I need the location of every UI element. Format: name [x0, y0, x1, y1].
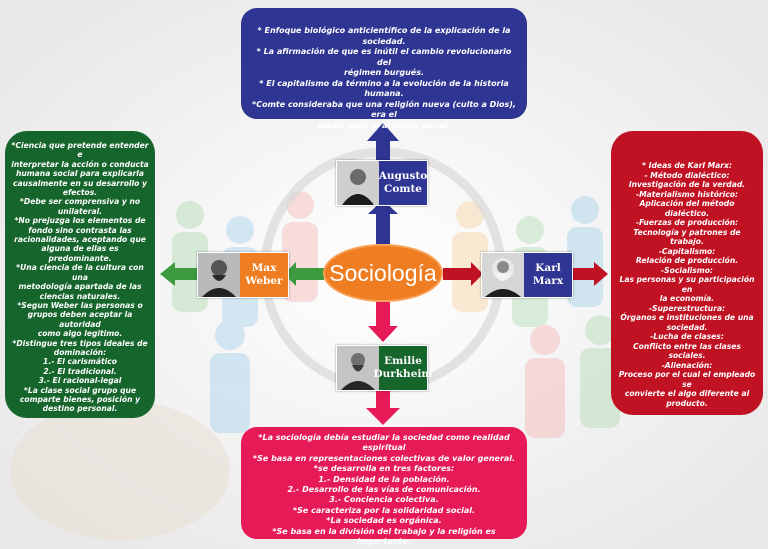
- left-box-line: causalmente en su desarrollo y: [11, 179, 149, 188]
- bottom-box-line: 2.- Desarrollo de las vías de comunicaci…: [249, 485, 519, 495]
- left-box-line: ciencias naturales.: [11, 292, 149, 301]
- right-box-line: Aplicación del método dialéctico.: [617, 199, 757, 218]
- right-box-line: Investigación de la verdad.: [617, 180, 757, 190]
- left-box-line: *Ciencia que pretende entender e: [11, 141, 149, 160]
- bottom-box-line: *La sociología debía estudiar la socieda…: [249, 433, 519, 454]
- weber-first-name: Max: [252, 262, 277, 275]
- marx-last-name: Marx: [533, 275, 563, 288]
- bottom-box-line: *Se caracteriza por la solidaridad socia…: [249, 506, 519, 516]
- left-box-line: metodología apartada de las: [11, 282, 149, 291]
- left-box-line: *La clase social grupo que: [11, 386, 149, 395]
- bottom-box-line: *Se basa en la división del trabajo y la…: [249, 527, 519, 548]
- left-box-line: unilateral.: [11, 207, 149, 216]
- right-box-line: -Lucha de clases:: [617, 332, 757, 342]
- top-box-line: * La afirmación de que es inútil el camb…: [251, 47, 517, 68]
- right-box-line: producto.: [617, 399, 757, 409]
- left-box-line: *No prejuzga los elementos de: [11, 216, 149, 225]
- weber-last-name: Weber: [245, 275, 282, 288]
- durkheim-name: Emilie Durkheim: [379, 346, 427, 390]
- right-box-line: Las personas y su participación en: [617, 275, 757, 294]
- left-box-line: 2.- El tradicional.: [11, 367, 149, 376]
- right-box-line: -Socialismo:: [617, 266, 757, 276]
- bottom-box-line: *La sociedad es orgánica.: [249, 516, 519, 526]
- right-box-line: Tecnología y patrones de trabajo.: [617, 228, 757, 247]
- center-topic: Sociología: [323, 244, 443, 302]
- left-box-line: 3.- El racional-legal: [11, 376, 149, 385]
- weber-portrait-icon: [198, 253, 240, 297]
- left-box-line: alguna de ellas es predominante.: [11, 244, 149, 263]
- right-box-line: convierte el algo diferente al: [617, 389, 757, 399]
- durkheim-last-name: Durkheim: [374, 368, 433, 381]
- top-box-line: medio para la armonía social.: [251, 121, 517, 132]
- left-box-line: *Una ciencia de la cultura con una: [11, 263, 149, 282]
- left-box-line: interpretar la acción o conducta: [11, 160, 149, 169]
- right-box-line: la economía.: [617, 294, 757, 304]
- left-box-line: dominación:: [11, 348, 149, 357]
- comte-portrait-icon: [337, 161, 379, 205]
- right-box-line: -Fuerzas de producción:: [617, 218, 757, 228]
- left-box-line: *Debe ser comprensiva y no: [11, 197, 149, 206]
- right-box-line: Proceso por el cual el empleado se: [617, 370, 757, 389]
- person-durkheim: Emilie Durkheim: [336, 345, 428, 391]
- left-box-line: grupos deben aceptar la autoridad: [11, 310, 149, 329]
- marx-portrait-icon: [482, 253, 524, 297]
- top-box-line: régimen burgués.: [251, 68, 517, 79]
- left-box-line: racionalidades, aceptando que: [11, 235, 149, 244]
- right-box-line: - Método dialéctico:: [617, 171, 757, 181]
- left-box-line: destino personal.: [11, 404, 149, 413]
- marx-name: Karl Marx: [524, 253, 572, 297]
- right-box-line: Relación de producción.: [617, 256, 757, 266]
- bottom-box-line: *se desarrolla en tres factores:: [249, 464, 519, 474]
- durkheim-ideas-box: *La sociología debía estudiar la socieda…: [241, 427, 527, 539]
- bottom-box-line: 1.- Densidad de la población.: [249, 475, 519, 485]
- right-box-line: -Capitalismo:: [617, 247, 757, 257]
- comte-name: Augusto Comte: [379, 161, 427, 205]
- left-box-line: humana social para explicarla: [11, 169, 149, 178]
- left-box-line: comparte bienes, posición y: [11, 395, 149, 404]
- bottom-box-line: 3.- Conciencia colectiva.: [249, 495, 519, 505]
- top-box-line: * Enfoque biológico anticientífico de la…: [251, 26, 517, 47]
- durkheim-first-name: Emilie: [384, 355, 422, 368]
- right-box-line: * Ideas de Karl Marx:: [617, 161, 757, 171]
- left-box-line: efectos.: [11, 188, 149, 197]
- top-box-line: * El capitalismo da término a la evoluci…: [251, 79, 517, 100]
- left-box-line: fondo sino contrasta las: [11, 226, 149, 235]
- right-box-line: -Alienación:: [617, 361, 757, 371]
- person-weber: Max Weber: [197, 252, 289, 298]
- left-box-line: como algo legitimo.: [11, 329, 149, 338]
- top-box-line: *Comte consideraba que una religión nuev…: [251, 100, 517, 121]
- right-box-line: -Materialismo histórico:: [617, 190, 757, 200]
- right-box-line: -Superestructura:: [617, 304, 757, 314]
- left-box-line: 1.- El carismático: [11, 357, 149, 366]
- left-box-line: *Segun Weber las personas o: [11, 301, 149, 310]
- right-box-line: Órganos e instituciones de una: [617, 313, 757, 323]
- person-comte: Augusto Comte: [336, 160, 428, 206]
- person-marx: Karl Marx: [481, 252, 573, 298]
- right-box-line: sociedad.: [617, 323, 757, 333]
- marx-ideas-box: * Ideas de Karl Marx:- Método dialéctico…: [611, 131, 763, 415]
- center-label: Sociología: [329, 260, 436, 287]
- comte-last-name: Comte: [384, 183, 422, 196]
- comte-first-name: Augusto: [379, 170, 428, 183]
- right-box-line: Conflicto entre las clases sociales.: [617, 342, 757, 361]
- bottom-box-line: *Se basa en representaciones colectivas …: [249, 454, 519, 464]
- comte-ideas-box: * Enfoque biológico anticientífico de la…: [241, 8, 527, 119]
- weber-name: Max Weber: [240, 253, 288, 297]
- marx-first-name: Karl: [535, 262, 560, 275]
- left-box-line: *Distingue tres tipos ideales de: [11, 339, 149, 348]
